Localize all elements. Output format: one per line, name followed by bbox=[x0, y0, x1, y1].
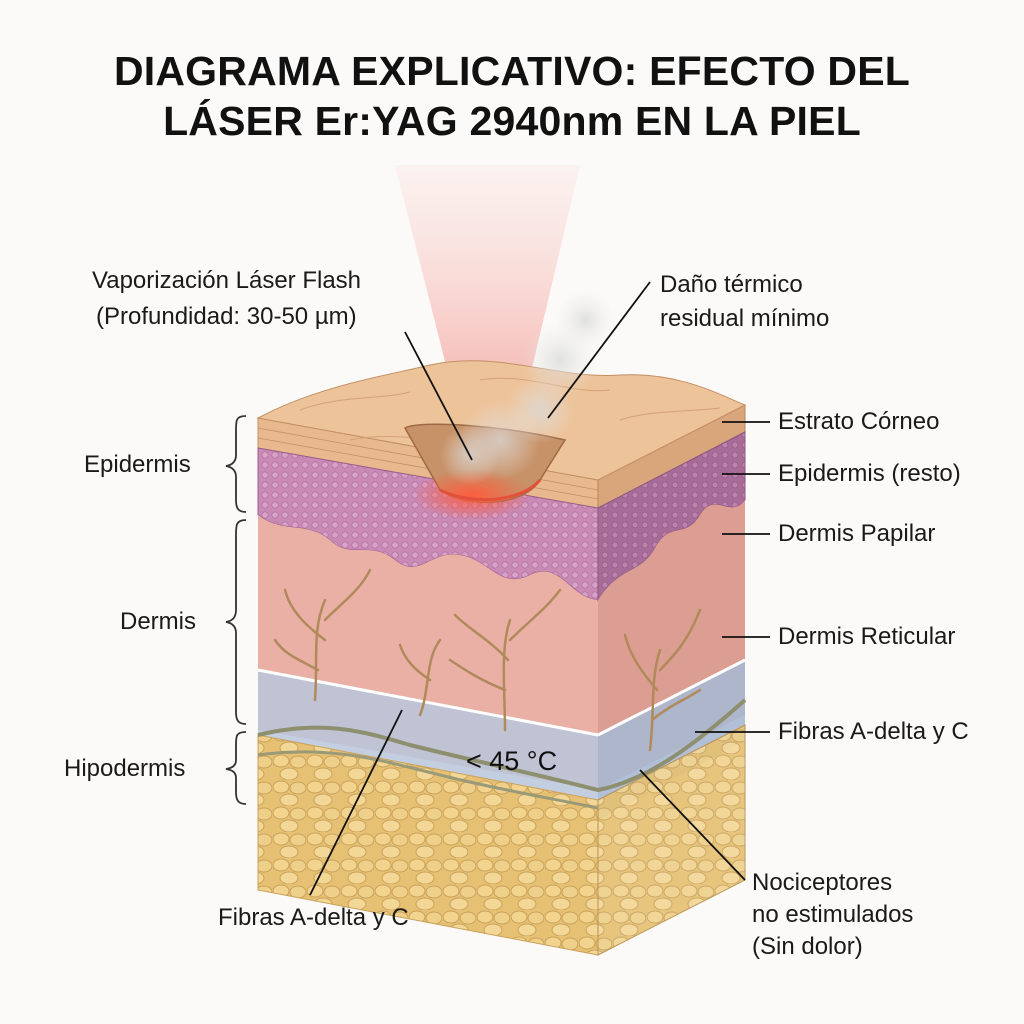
callout-nociceptors-line-3: (Sin dolor) bbox=[752, 933, 863, 960]
laser-beam bbox=[395, 165, 580, 440]
left-layer-dermis: Dermis bbox=[120, 608, 196, 635]
nerve-fiber-main bbox=[257, 698, 747, 793]
left-layer-epidermis: Epidermis bbox=[84, 451, 191, 478]
right-layer-epidermis-resto: Epidermis (resto) bbox=[778, 460, 961, 487]
callout-thermal-damage-line-2: residual mínimo bbox=[660, 305, 830, 332]
diagram-title-line-2: LÁSER Er:YAG 2940nm EN LA PIEL bbox=[163, 98, 861, 144]
callout-fibras-bottom: Fibras A-delta y C bbox=[218, 904, 409, 931]
callout-vaporization-line-2: (Profundidad: 30-50 µm) bbox=[96, 303, 357, 330]
left-layer-hipodermis: Hipodermis bbox=[64, 755, 186, 782]
callout-thermal-damage-line-1: Daño térmico bbox=[660, 271, 803, 298]
nerve-branches bbox=[273, 568, 702, 752]
right-layer-fibras: Fibras A-delta y C bbox=[778, 718, 969, 745]
diagram-title-line-1: DIAGRAMA EXPLICATIVO: EFECTO DEL bbox=[113, 48, 911, 94]
vapor-plume bbox=[440, 290, 615, 485]
left-brackets bbox=[225, 415, 247, 805]
callout-vaporization-line-1: Vaporización Láser Flash bbox=[92, 267, 362, 294]
callout-nociceptors-line-1: Nociceptores bbox=[752, 869, 893, 896]
front-nerve-zone bbox=[258, 670, 598, 820]
callout-nociceptors-line-2: no estimulados bbox=[752, 901, 914, 928]
leader-lines bbox=[309, 281, 770, 896]
right-layer-dermis-reticular: Dermis Reticular bbox=[778, 623, 956, 650]
right-layer-dermis-papilar: Dermis Papilar bbox=[778, 520, 936, 547]
temperature-label: < 45 °C bbox=[466, 746, 558, 776]
right-layer-estrato-corneo: Estrato Córneo bbox=[778, 408, 940, 435]
burn-zone bbox=[412, 469, 532, 521]
